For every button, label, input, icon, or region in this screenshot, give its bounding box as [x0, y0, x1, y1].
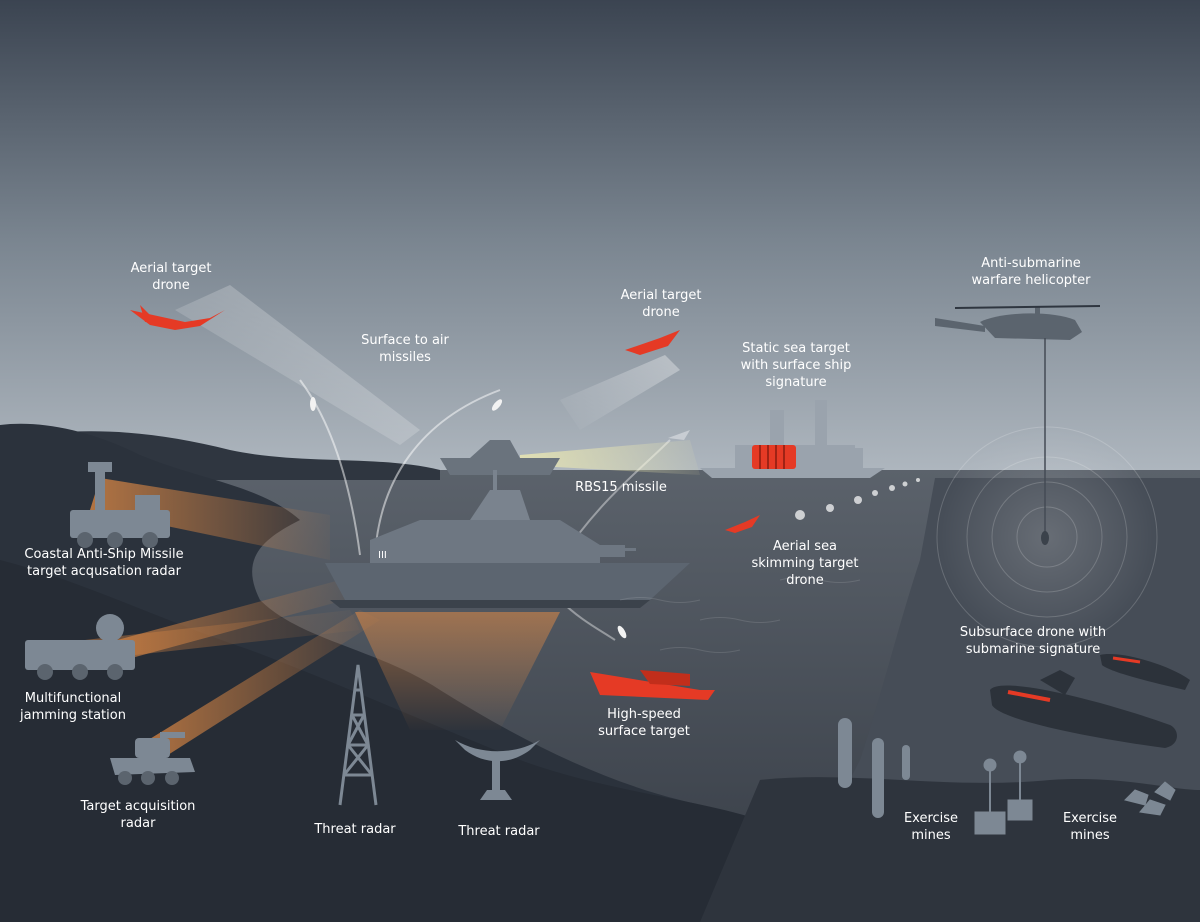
rbs15-missile: [668, 430, 690, 440]
left-coast-shelf: [0, 560, 760, 922]
jamming-station-truck: [25, 614, 135, 680]
subsurface-drone-large: [990, 670, 1177, 748]
red-aerial-drone-center: [625, 330, 680, 355]
red-high-speed-boat: [590, 670, 715, 700]
spray-trail: [795, 478, 920, 520]
red-aerial-drone-left: [130, 305, 225, 330]
label-threat-radar-dish: Threat radar: [458, 824, 540, 839]
wave-lines: [619, 577, 861, 653]
small-missiles: [310, 397, 627, 639]
exercise-mines-cylinders: [838, 718, 910, 818]
label-rbs15-missile: RBS15 missile: [575, 480, 667, 495]
helicopter-silhouette: [935, 305, 1101, 340]
armored-vehicle: [110, 732, 195, 785]
label-threat-radar-tower: Threat radar: [314, 822, 396, 837]
static-target-raft: [752, 445, 796, 469]
main-corvette: III: [325, 470, 690, 608]
dipping-sonar: [1041, 531, 1049, 545]
radar-beams: [80, 478, 560, 760]
seabed: [700, 777, 1200, 922]
lattice-radar-tower: [338, 664, 378, 806]
red-sea-skimming-drone: [725, 515, 760, 533]
exercise-mines-moored: [974, 750, 1176, 835]
coastal-radar-truck: [70, 462, 170, 548]
subsurface-drone-small: [1100, 654, 1190, 690]
far-corvette: [440, 440, 560, 475]
radar-dish: [455, 740, 540, 800]
svg-text:III: III: [378, 550, 387, 561]
searchlight-beam: [520, 440, 700, 475]
